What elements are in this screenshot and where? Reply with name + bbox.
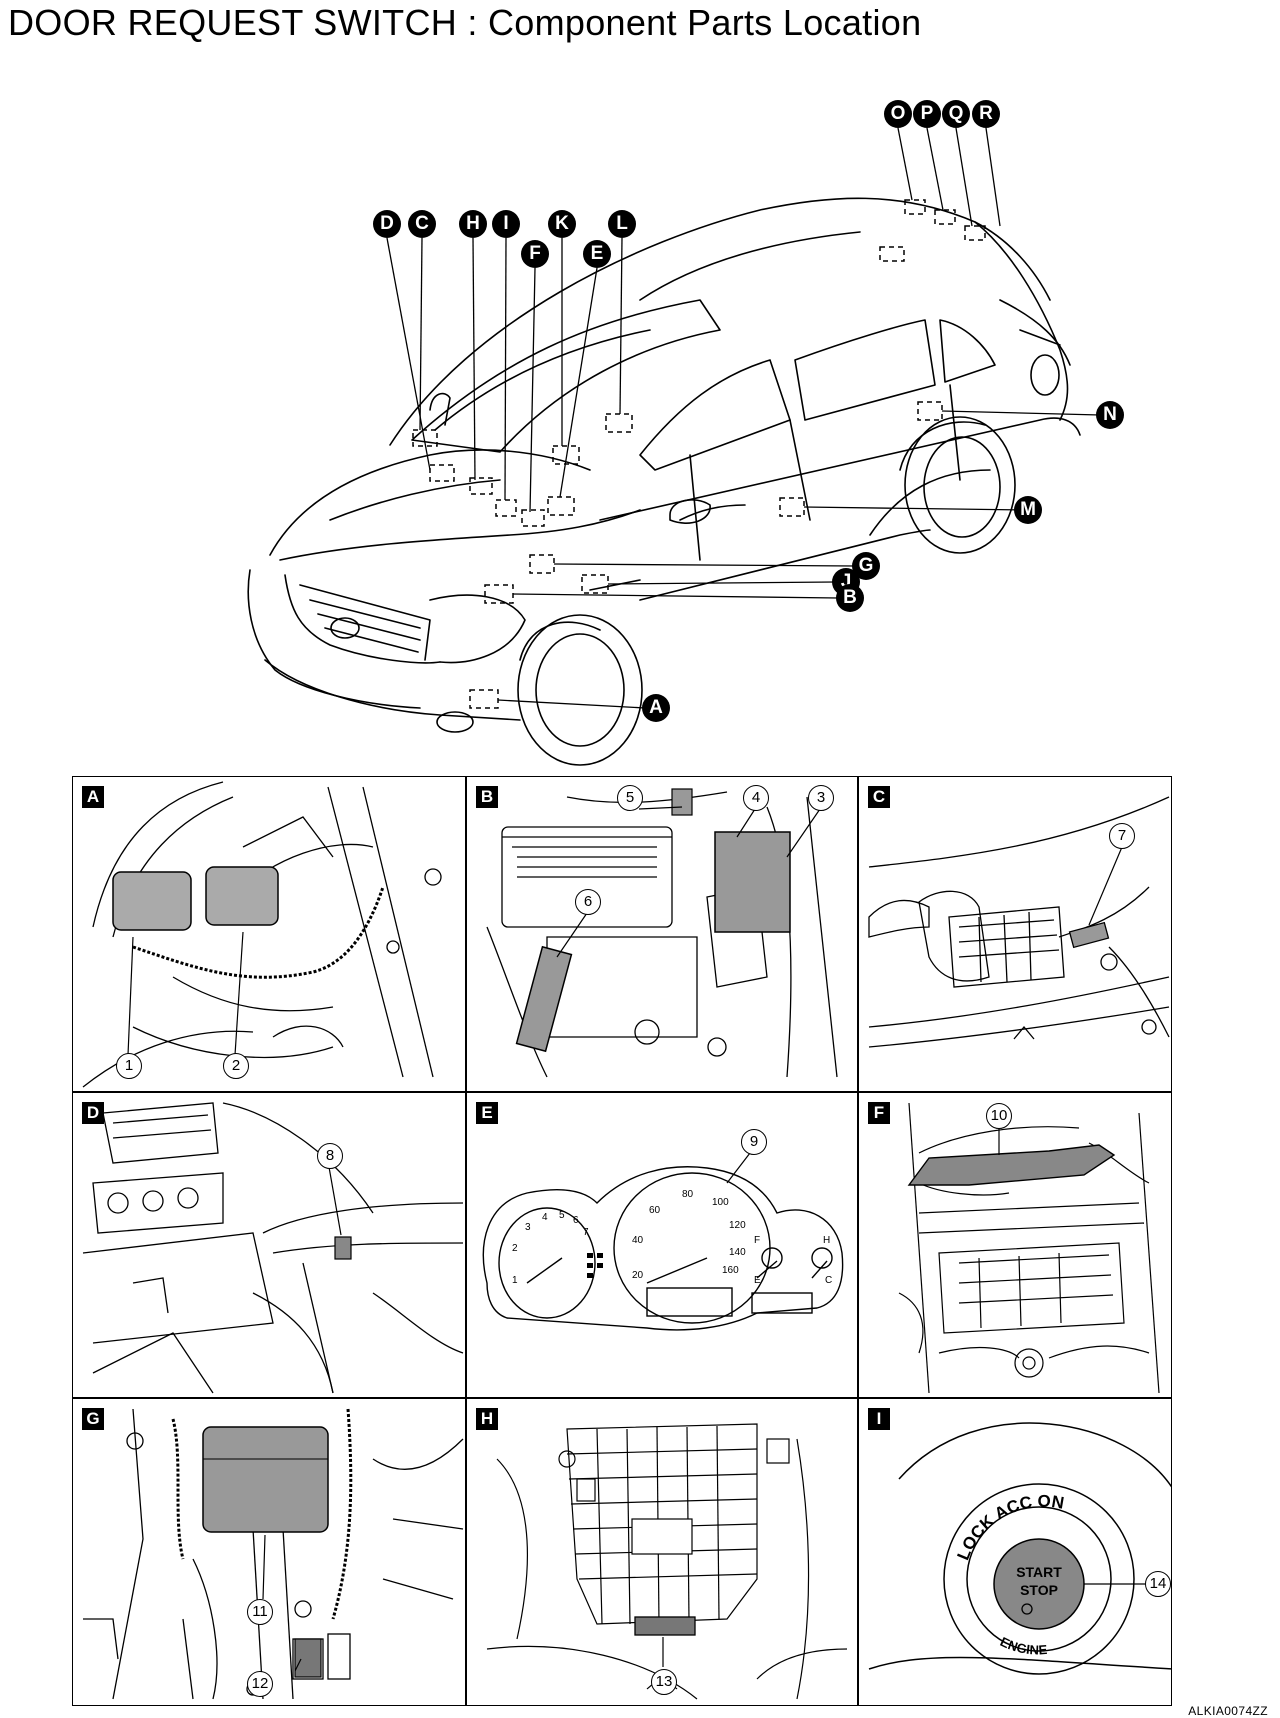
location-label-O: O xyxy=(884,100,912,128)
callout-12: 12 xyxy=(247,1671,273,1697)
panel-C-illustration xyxy=(868,796,1170,1048)
speed-tick-40: 40 xyxy=(632,1235,644,1246)
location-label-F: F xyxy=(521,240,549,268)
panel-D-illustration xyxy=(82,1102,464,1394)
callout-3: 3 xyxy=(808,785,834,811)
panel-H-illustration xyxy=(486,1423,848,1700)
panel-tag-A: A xyxy=(82,786,104,808)
callout-6: 6 xyxy=(575,889,601,915)
temp-cold-label: C xyxy=(825,1275,832,1286)
detail-panel-C: C 7 xyxy=(858,776,1172,1092)
location-label-D: D xyxy=(373,210,401,238)
panel-tag-E: E xyxy=(476,1102,498,1124)
panel-tag-B: B xyxy=(476,786,498,808)
speed-tick-140: 140 xyxy=(729,1247,746,1258)
location-label-L: L xyxy=(608,210,636,238)
detail-panel-G: G 11 12 xyxy=(72,1398,466,1706)
tach-tick-7: 7 xyxy=(583,1227,589,1238)
callout-11: 11 xyxy=(247,1599,273,1625)
panel-tag-F: F xyxy=(868,1102,890,1124)
location-label-B: B xyxy=(836,584,864,612)
callout-14: 14 xyxy=(1145,1571,1171,1597)
panel-tag-D: D xyxy=(82,1102,104,1124)
location-label-A: A xyxy=(642,694,670,722)
panel-A-illustration xyxy=(82,781,442,1088)
speed-tick-60: 60 xyxy=(649,1205,661,1216)
location-label-I: I xyxy=(492,210,520,238)
detail-panel-B: B 5 4 3 6 xyxy=(466,776,858,1092)
svg-text:ENGINE: ENGINE xyxy=(998,1634,1048,1658)
tach-tick-5: 5 xyxy=(559,1210,565,1221)
detail-view-grid: A 1 2 B xyxy=(72,776,1172,1706)
start-label: START xyxy=(1016,1564,1062,1580)
callout-8: 8 xyxy=(317,1143,343,1169)
fuel-full-label: F xyxy=(754,1235,760,1246)
tach-tick-4: 4 xyxy=(542,1212,548,1223)
panel-tag-C: C xyxy=(868,786,890,808)
callout-9: 9 xyxy=(741,1129,767,1155)
panel-I-illustration: LOCK ACC ON ENGINE START STOP xyxy=(868,1422,1171,1675)
callout-2: 2 xyxy=(223,1053,249,1079)
location-label-Q: Q xyxy=(942,100,970,128)
location-label-C: C xyxy=(408,210,436,238)
callout-13: 13 xyxy=(651,1669,677,1695)
detail-panel-A: A 1 2 xyxy=(72,776,466,1092)
speed-tick-160: 160 xyxy=(722,1265,739,1276)
location-label-G: G xyxy=(852,552,880,580)
page-title: DOOR REQUEST SWITCH : Component Parts Lo… xyxy=(8,2,922,43)
detail-panel-I: I LOCK ACC ON ENGINE START STOP xyxy=(858,1398,1172,1706)
tach-tick-1: 1 xyxy=(512,1275,518,1286)
fuel-empty-label: E xyxy=(754,1275,761,1286)
callout-4: 4 xyxy=(743,785,769,811)
speed-tick-100: 100 xyxy=(712,1197,729,1208)
reference-code: ALKIA0074ZZ xyxy=(1188,1704,1268,1718)
location-label-K: K xyxy=(548,210,576,238)
location-label-R: R xyxy=(972,100,1000,128)
location-label-E: E xyxy=(583,240,611,268)
panel-F-illustration xyxy=(898,1102,1160,1394)
power-icon xyxy=(1021,1603,1033,1615)
ignition-engine-label: ENGINE xyxy=(998,1634,1048,1658)
temp-hot-label: H xyxy=(823,1235,830,1246)
speed-tick-20: 20 xyxy=(632,1270,644,1281)
location-label-P: P xyxy=(913,100,941,128)
location-label-N: N xyxy=(1096,401,1124,429)
speed-tick-80: 80 xyxy=(682,1189,694,1200)
stop-label: STOP xyxy=(1020,1582,1058,1598)
panel-tag-I: I xyxy=(868,1408,890,1430)
panel-tag-H: H xyxy=(476,1408,498,1430)
vehicle-overview-illustration xyxy=(247,127,1101,766)
panel-B-illustration xyxy=(486,788,838,1078)
tach-tick-2: 2 xyxy=(512,1243,518,1254)
location-label-M: M xyxy=(1014,496,1042,524)
tach-tick-3: 3 xyxy=(525,1222,531,1233)
callout-5: 5 xyxy=(617,785,643,811)
panel-tag-G: G xyxy=(82,1408,104,1430)
tach-tick-6: 6 xyxy=(573,1215,579,1226)
location-label-H: H xyxy=(459,210,487,238)
panel-G-illustration xyxy=(83,1408,464,1700)
detail-panel-D: D 8 xyxy=(72,1092,466,1398)
detail-panel-E: E 1 2 3 xyxy=(466,1092,858,1398)
callout-10: 10 xyxy=(986,1103,1012,1129)
detail-panel-H: H 13 xyxy=(466,1398,858,1706)
callout-7: 7 xyxy=(1109,823,1135,849)
panel-E-illustration: 1 2 3 4 5 6 7 20 40 60 80 100 120 140 16… xyxy=(482,1152,844,1331)
callout-1: 1 xyxy=(116,1053,142,1079)
detail-panel-F: F 10 xyxy=(858,1092,1172,1398)
speed-tick-120: 120 xyxy=(729,1220,746,1231)
